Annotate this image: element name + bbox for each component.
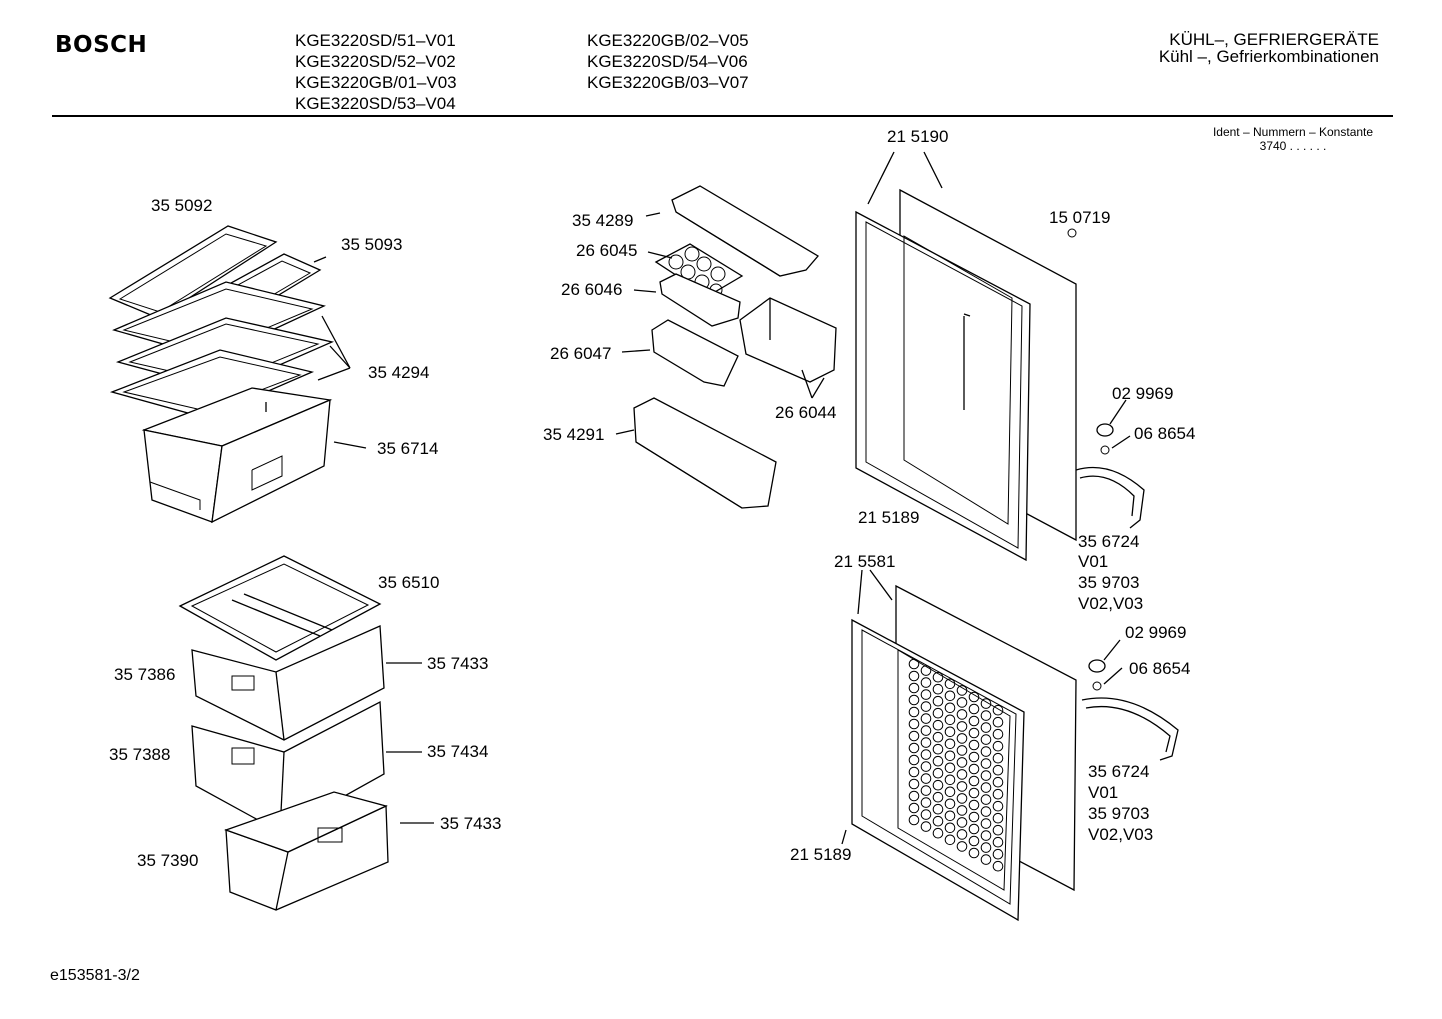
part-number-label: 35 5093 [341, 235, 403, 254]
part-number-label: 21 5189 [858, 508, 920, 527]
part-number-label: 06 8654 [1129, 659, 1191, 678]
part-number-label: 35 7390 [137, 851, 199, 870]
part-number-label: 26 6046 [561, 280, 623, 299]
model-number: KGE3220GB/02–V05 [587, 31, 749, 50]
document-title: KÜHL–, GEFRIERGERÄTE Kühl –, Gefrierkomb… [1159, 31, 1379, 65]
part-number-label: 21 5581 [834, 552, 896, 571]
part-number-label: 26 6047 [550, 344, 612, 363]
title-line: KÜHL–, GEFRIERGERÄTE [1169, 30, 1379, 49]
leader-lines [313, 151, 1131, 845]
ident-label: Ident – Nummern – Konstante [1212, 125, 1374, 139]
part-number-label: 35 4291 [543, 425, 605, 444]
fridge-door-drawing [855, 188, 1145, 562]
freezer-door-handle [1081, 659, 1179, 761]
part-number-label: 06 8654 [1134, 424, 1196, 443]
part-number-label: 15 0719 [1049, 208, 1111, 227]
crisper-box-drawing [141, 387, 333, 524]
part-number-label: 02 9969 [1112, 384, 1174, 403]
model-number: KGE3220SD/51–V01 [295, 31, 456, 50]
door-shelves-drawing [633, 185, 837, 509]
variant-label: V01 [1088, 783, 1119, 802]
model-number: KGE3220SD/54–V06 [587, 52, 748, 71]
subtitle-line: Kühl –, Gefrierkombinationen [1158, 47, 1379, 66]
part-number-label: 26 6044 [775, 403, 837, 422]
glass-shelf-drawing [108, 225, 335, 419]
freezer-door-pattern [908, 658, 1004, 872]
variant-label: V02,V03 [1088, 825, 1154, 844]
model-list-col2: KGE3220GB/02–V05 KGE3220SD/54–V06 KGE322… [587, 30, 749, 93]
part-number-label: 35 6724 [1078, 532, 1140, 551]
part-number-label: 02 9969 [1125, 623, 1187, 642]
variant-label: V02,V03 [1078, 594, 1144, 613]
ident-block: Ident – Nummern – Konstante 3740 . . . .… [1196, 125, 1390, 153]
part-number-label: 35 4289 [572, 211, 634, 230]
model-number: KGE3220SD/52–V02 [295, 52, 456, 71]
part-number-label: 26 6045 [576, 241, 638, 260]
part-number-label: 35 7434 [427, 742, 489, 761]
model-number: KGE3220SD/53–V04 [295, 94, 456, 113]
brand-logo: BOSCH [55, 32, 148, 58]
freezer-drawers-drawing [178, 555, 389, 911]
part-number-label: 35 7388 [109, 745, 171, 764]
document-id: e153581-3/2 [50, 967, 140, 984]
part-number-label: 35 7433 [440, 814, 502, 833]
part-number-label: 35 6724 [1088, 762, 1150, 781]
part-number-label: 35 6714 [377, 439, 439, 458]
part-number-label: 35 7386 [114, 665, 176, 684]
freezer-door-drawing [851, 584, 1077, 922]
part-number-label: 35 5092 [151, 196, 213, 215]
variant-label: V01 [1078, 552, 1109, 571]
model-number: KGE3220GB/01–V03 [295, 73, 457, 92]
part-number-label: 35 7433 [427, 654, 489, 673]
part-number-label: 35 4294 [368, 363, 430, 382]
model-list-col1: KGE3220SD/51–V01 KGE3220SD/52–V02 KGE322… [295, 30, 457, 114]
part-number-label: 21 5189 [790, 845, 852, 864]
header-rule [52, 115, 1393, 117]
model-number: KGE3220GB/03–V07 [587, 73, 749, 92]
part-number-label: 35 9703 [1088, 804, 1150, 823]
part-number-label: 21 5190 [887, 127, 949, 146]
ident-value: 3740 . . . . . . [1259, 139, 1327, 153]
part-number-label: 35 9703 [1078, 573, 1140, 592]
part-number-label: 35 6510 [378, 573, 440, 592]
